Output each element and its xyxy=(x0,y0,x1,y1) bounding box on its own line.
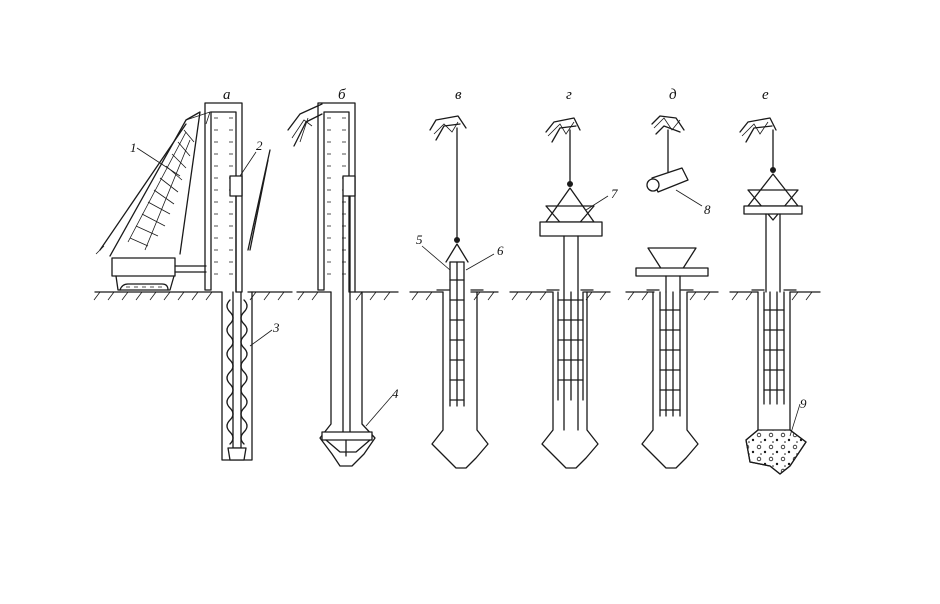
stage-label-b: б xyxy=(338,87,346,103)
callout-5: 5 xyxy=(416,232,423,247)
callout-9: 9 xyxy=(800,396,807,411)
callout-leaders xyxy=(136,147,801,437)
stage-g-casing-pipe xyxy=(539,117,603,469)
callout-2: 2 xyxy=(256,138,263,153)
stage-a-drilling-rig xyxy=(95,102,269,461)
ground-surface xyxy=(93,291,821,301)
callout-8: 8 xyxy=(704,202,711,217)
callout-7: 7 xyxy=(611,186,618,201)
stage-label-a: а xyxy=(223,87,231,103)
stage-v-cage-lowering xyxy=(429,115,489,469)
stage-label-e: е xyxy=(762,87,769,103)
stage-d-concrete-funnel xyxy=(635,115,709,469)
stage-label-d: д xyxy=(669,87,677,103)
stage-labels: а б в г д е xyxy=(223,87,769,103)
stage-label-v: в xyxy=(455,87,462,103)
stage-label-g: г xyxy=(566,87,572,103)
callout-1: 1 xyxy=(130,140,137,155)
stage-b-underreaming xyxy=(247,102,376,467)
callout-4: 4 xyxy=(392,386,399,401)
callout-numbers: 1 2 3 4 5 6 7 8 9 xyxy=(130,138,807,411)
stage-e-concreting xyxy=(739,117,807,475)
callout-6: 6 xyxy=(497,243,504,258)
callout-3: 3 xyxy=(272,320,280,335)
